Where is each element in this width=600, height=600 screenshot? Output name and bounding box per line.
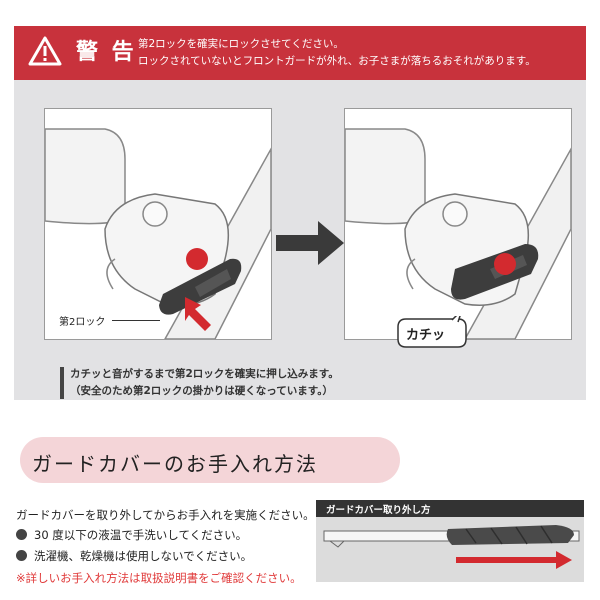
warning-title: 警 告	[76, 40, 137, 65]
warning-panel: 警 告 第2ロックを確実にロックさせてください。 ロックされていないとフロントガ…	[14, 26, 586, 400]
care-title: ガードカバーのお手入れ方法	[32, 452, 318, 476]
bullet-dot-icon	[16, 550, 27, 561]
warning-message-line-2: ロックされていないとフロントガードが外れ、お子さまが落ちるおそれがあります。	[138, 55, 536, 67]
lock-instruction: カチッと音がするまで第2ロックを確実に押し込みます。	[70, 368, 339, 380]
cover-removal-header: ガードカバー取り外し方	[316, 500, 584, 517]
care-item-text: 洗濯機、乾燥機は使用しないでください。	[34, 549, 253, 563]
instruction-bar	[60, 367, 64, 399]
care-item-text: 30 度以下の液温で手洗いしてください。	[34, 528, 248, 542]
cover-removal-panel: ガードカバー取り外し方	[316, 500, 584, 582]
warning-message-line-1: 第2ロックを確実にロックさせてください。	[138, 38, 344, 50]
click-sound-text: カチッ	[406, 328, 446, 343]
second-lock-label: 第2ロック	[59, 317, 106, 328]
after-lock-photo	[344, 108, 572, 340]
care-title-background	[20, 437, 400, 483]
warning-message: 第2ロックを確実にロックさせてください。 ロックされていないとフロントガードが外…	[138, 36, 536, 70]
arrow-right-icon	[276, 221, 344, 265]
before-lock-photo	[44, 108, 272, 340]
cover-removal-title: ガードカバー取り外し方	[326, 505, 431, 516]
care-intro: ガードカバーを取り外してからお手入れを実施ください。	[16, 508, 315, 522]
warning-triangle-icon	[28, 36, 62, 66]
care-note: ※詳しいお手入れ方法は取扱説明書をご確認ください。	[16, 571, 302, 585]
warning-header: 警 告 第2ロックを確実にロックさせてください。 ロックされていないとフロントガ…	[14, 26, 586, 80]
bullet-dot-icon	[16, 529, 27, 540]
care-item: 30 度以下の液温で手洗いしてください。	[16, 527, 247, 543]
cover-removal-illustration	[316, 517, 584, 582]
click-sound-bubble	[397, 316, 467, 348]
second-lock-leader-line	[112, 320, 160, 321]
care-item: 洗濯機、乾燥機は使用しないでください。	[16, 548, 252, 564]
lock-instruction-note: （安全のため第2ロックの掛かりは硬くなっています。）	[70, 385, 333, 397]
